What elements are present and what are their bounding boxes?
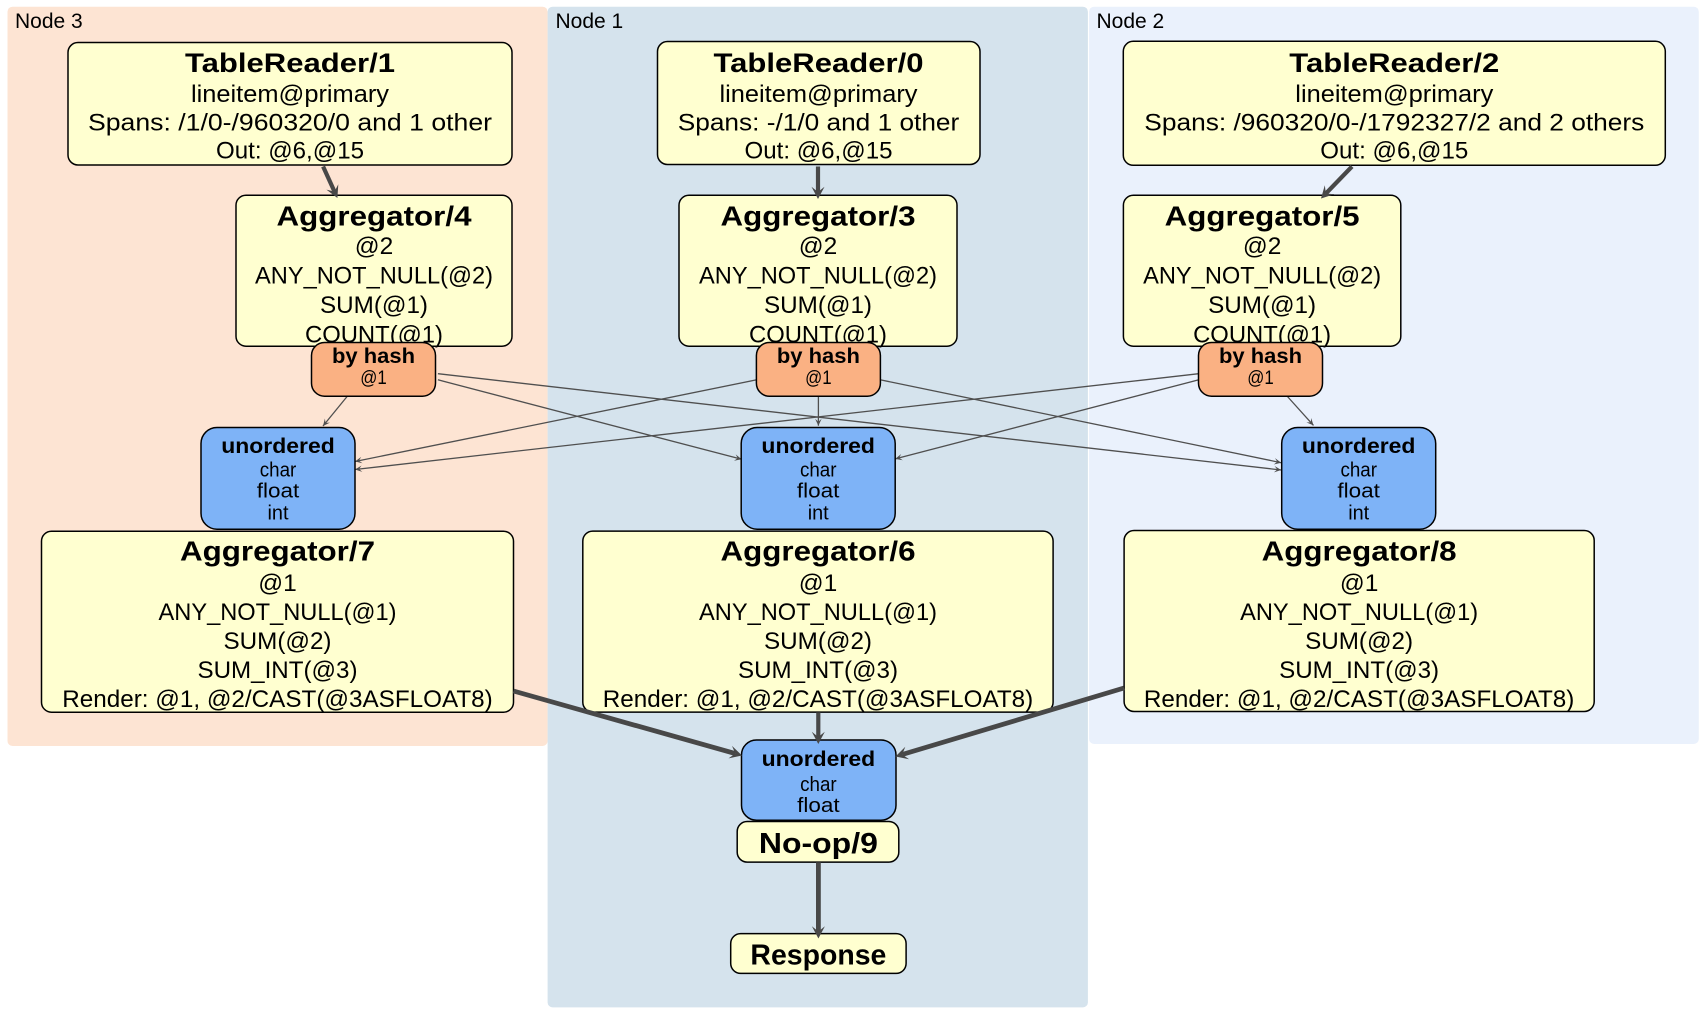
svg-text:unordered: unordered — [221, 435, 335, 458]
svg-text:char: char — [1340, 460, 1377, 482]
svg-text:ANY_NOT_NULL(@2): ANY_NOT_NULL(@2) — [699, 263, 937, 290]
svg-text:SUM_INT(@3): SUM_INT(@3) — [738, 657, 898, 684]
svg-text:Spans: -/1/0 and 1 other: Spans: -/1/0 and 1 other — [678, 110, 960, 137]
svg-text:SUM(@1): SUM(@1) — [1208, 292, 1316, 319]
svg-text:by hash: by hash — [777, 345, 860, 368]
svg-text:Out: @6,@15: Out: @6,@15 — [1320, 138, 1468, 165]
svg-text:ANY_NOT_NULL(@2): ANY_NOT_NULL(@2) — [1143, 263, 1381, 290]
svg-text:float: float — [797, 795, 840, 817]
svg-text:Aggregator/4: Aggregator/4 — [277, 201, 472, 232]
svg-text:SUM(@1): SUM(@1) — [764, 292, 872, 319]
svg-text:lineitem@primary: lineitem@primary — [191, 81, 389, 108]
svg-text:Render: @1, @2/CAST(@3ASFLOAT8: Render: @1, @2/CAST(@3ASFLOAT8) — [62, 686, 493, 713]
svg-text:@2: @2 — [355, 233, 394, 260]
svg-text:TableReader/1: TableReader/1 — [185, 48, 395, 78]
svg-text:@1: @1 — [1340, 570, 1379, 597]
svg-text:char: char — [800, 460, 837, 482]
svg-text:@1: @1 — [360, 368, 387, 389]
svg-text:Aggregator/3: Aggregator/3 — [721, 201, 916, 232]
svg-text:float: float — [257, 480, 300, 502]
svg-text:lineitem@primary: lineitem@primary — [720, 81, 918, 108]
svg-text:SUM_INT(@3): SUM_INT(@3) — [198, 657, 358, 684]
svg-text:Node 3: Node 3 — [15, 10, 83, 33]
svg-text:Aggregator/5: Aggregator/5 — [1165, 201, 1360, 232]
svg-text:unordered: unordered — [761, 435, 875, 458]
svg-text:TableReader/2: TableReader/2 — [1289, 48, 1499, 78]
svg-text:@1: @1 — [799, 570, 838, 597]
svg-text:Render: @1, @2/CAST(@3ASFLOAT8: Render: @1, @2/CAST(@3ASFLOAT8) — [603, 686, 1034, 713]
svg-text:SUM_INT(@3): SUM_INT(@3) — [1279, 657, 1439, 684]
svg-text:float: float — [1337, 480, 1380, 502]
svg-text:Render: @1, @2/CAST(@3ASFLOAT8: Render: @1, @2/CAST(@3ASFLOAT8) — [1144, 686, 1575, 713]
svg-text:by hash: by hash — [332, 345, 415, 368]
svg-text:Spans: /1/0-/960320/0 and 1 ot: Spans: /1/0-/960320/0 and 1 other — [88, 110, 492, 137]
svg-text:ANY_NOT_NULL(@1): ANY_NOT_NULL(@1) — [699, 599, 937, 626]
svg-text:SUM(@2): SUM(@2) — [1305, 628, 1413, 655]
svg-text:Aggregator/7: Aggregator/7 — [180, 536, 375, 567]
svg-text:SUM(@1): SUM(@1) — [320, 292, 428, 319]
svg-text:Out: @6,@15: Out: @6,@15 — [216, 138, 364, 165]
svg-text:No-op/9: No-op/9 — [759, 828, 878, 860]
svg-text:Response: Response — [750, 939, 886, 971]
svg-text:int: int — [1348, 503, 1369, 525]
svg-text:SUM(@2): SUM(@2) — [224, 628, 332, 655]
svg-text:Node 1: Node 1 — [556, 10, 624, 33]
svg-text:unordered: unordered — [762, 748, 876, 771]
svg-text:char: char — [260, 460, 297, 482]
svg-text:@1: @1 — [1247, 368, 1274, 389]
svg-text:int: int — [808, 503, 829, 525]
svg-text:ANY_NOT_NULL(@1): ANY_NOT_NULL(@1) — [1240, 599, 1478, 626]
svg-text:Node 2: Node 2 — [1097, 10, 1165, 33]
svg-text:ANY_NOT_NULL(@2): ANY_NOT_NULL(@2) — [255, 263, 493, 290]
svg-text:@2: @2 — [799, 233, 838, 260]
svg-text:int: int — [268, 503, 289, 525]
svg-text:lineitem@primary: lineitem@primary — [1295, 81, 1493, 108]
svg-text:Aggregator/6: Aggregator/6 — [721, 536, 916, 567]
svg-text:Spans: /960320/0-/1792327/2 an: Spans: /960320/0-/1792327/2 and 2 others — [1144, 110, 1644, 137]
svg-text:by hash: by hash — [1219, 345, 1302, 368]
svg-text:unordered: unordered — [1302, 435, 1416, 458]
svg-text:TableReader/0: TableReader/0 — [714, 48, 924, 78]
svg-text:Out: @6,@15: Out: @6,@15 — [745, 138, 893, 165]
svg-text:float: float — [797, 480, 840, 502]
svg-text:@1: @1 — [805, 368, 832, 389]
svg-text:char: char — [800, 774, 837, 796]
svg-text:@1: @1 — [258, 570, 297, 597]
svg-text:@2: @2 — [1243, 233, 1282, 260]
svg-text:Aggregator/8: Aggregator/8 — [1262, 536, 1457, 567]
svg-text:ANY_NOT_NULL(@1): ANY_NOT_NULL(@1) — [159, 599, 397, 626]
svg-text:SUM(@2): SUM(@2) — [764, 628, 872, 655]
